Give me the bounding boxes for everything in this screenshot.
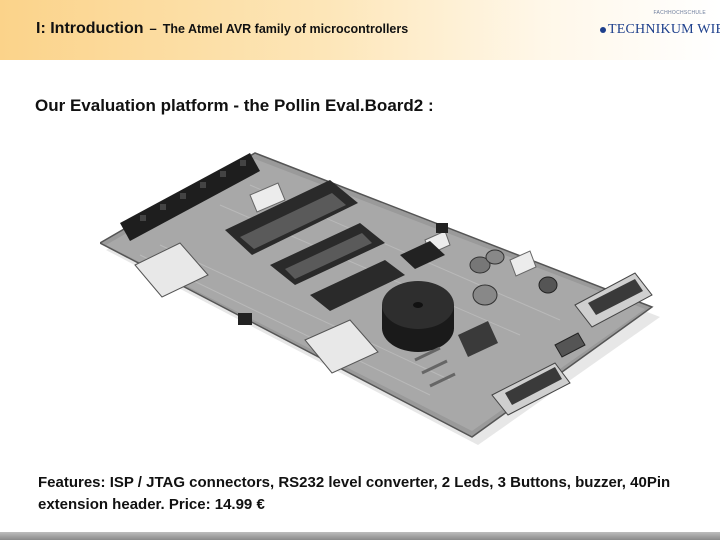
title-dash: – bbox=[149, 21, 157, 36]
bottom-bar bbox=[0, 532, 720, 540]
technikum-wien-logo: FACHHOCHSCHULE TECHNIKUM WIEN bbox=[600, 8, 720, 54]
slide-header: I: Introduction–The Atmel AVR family of … bbox=[0, 0, 720, 60]
logo-tagline: FACHHOCHSCHULE bbox=[653, 10, 706, 16]
logo-name: TECHNIKUM WIEN bbox=[608, 22, 720, 37]
eval-board-photo bbox=[100, 152, 660, 445]
logo-dot-icon bbox=[600, 27, 606, 33]
features-text: Features: ISP / JTAG connectors, RS232 l… bbox=[38, 474, 671, 513]
slide-title-main: I: Introduction bbox=[36, 20, 144, 37]
slide-title-sub: The Atmel AVR family of microcontrollers bbox=[162, 22, 409, 36]
slide-title: I: Introduction–The Atmel AVR family of … bbox=[36, 20, 408, 38]
page-heading: Our Evaluation platform - the Pollin Eva… bbox=[35, 96, 434, 115]
